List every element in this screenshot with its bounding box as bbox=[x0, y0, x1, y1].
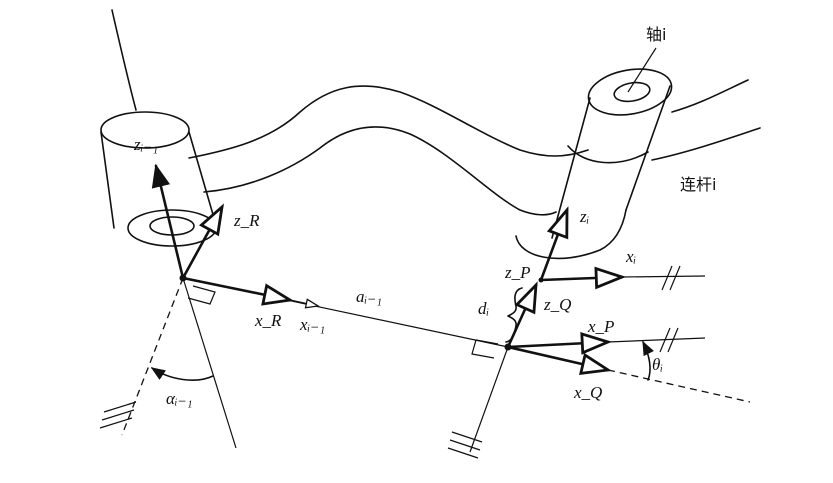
x-Q-extension bbox=[607, 369, 751, 403]
frame-right bbox=[504, 210, 751, 403]
label-axis-i: 轴i bbox=[646, 25, 666, 44]
label-z-prev: zᵢ₋₁ bbox=[133, 135, 158, 154]
label-d-i: dᵢ bbox=[478, 299, 489, 318]
label-link-i: 连杆i bbox=[680, 175, 716, 194]
d-i-brace bbox=[505, 287, 523, 343]
joint-axis-right bbox=[447, 339, 509, 459]
label-z-Q: z_Q bbox=[543, 295, 571, 314]
theta-arc bbox=[642, 340, 654, 381]
origin-right bbox=[504, 343, 512, 351]
joint-axis-left bbox=[99, 277, 237, 449]
label-z-R: z_R bbox=[233, 211, 260, 230]
label-x-P: x_P bbox=[587, 317, 614, 336]
origin-left bbox=[179, 274, 187, 282]
x-prev-axis bbox=[289, 300, 318, 306]
z-prev-axis bbox=[151, 163, 185, 280]
label-x-Q: x_Q bbox=[573, 383, 602, 402]
label-x-R: x_R bbox=[254, 311, 282, 330]
z-i-axis bbox=[539, 210, 567, 282]
x-Q-axis bbox=[506, 345, 608, 370]
x-i-axis bbox=[539, 277, 622, 280]
x-P-axis bbox=[506, 342, 608, 347]
frame-left bbox=[151, 163, 318, 306]
origin-right-upper bbox=[538, 277, 544, 283]
axis-label-pointer bbox=[627, 47, 657, 93]
label-x-prev: xᵢ₋₁ bbox=[299, 315, 325, 334]
x-R-axis bbox=[181, 276, 290, 300]
label-x-i: xᵢ bbox=[625, 247, 636, 266]
label-alpha-prev: αᵢ₋₁ bbox=[166, 389, 193, 408]
x-P-extension bbox=[607, 337, 706, 343]
link-body bbox=[100, 9, 761, 260]
z-R-axis bbox=[181, 207, 222, 280]
label-a-prev: aᵢ₋₁ bbox=[356, 287, 382, 306]
label-z-P: z_P bbox=[504, 263, 531, 282]
x-i-extension bbox=[621, 275, 706, 278]
label-z-i: zᵢ bbox=[579, 207, 589, 226]
label-theta-i: θᵢ bbox=[652, 355, 663, 374]
